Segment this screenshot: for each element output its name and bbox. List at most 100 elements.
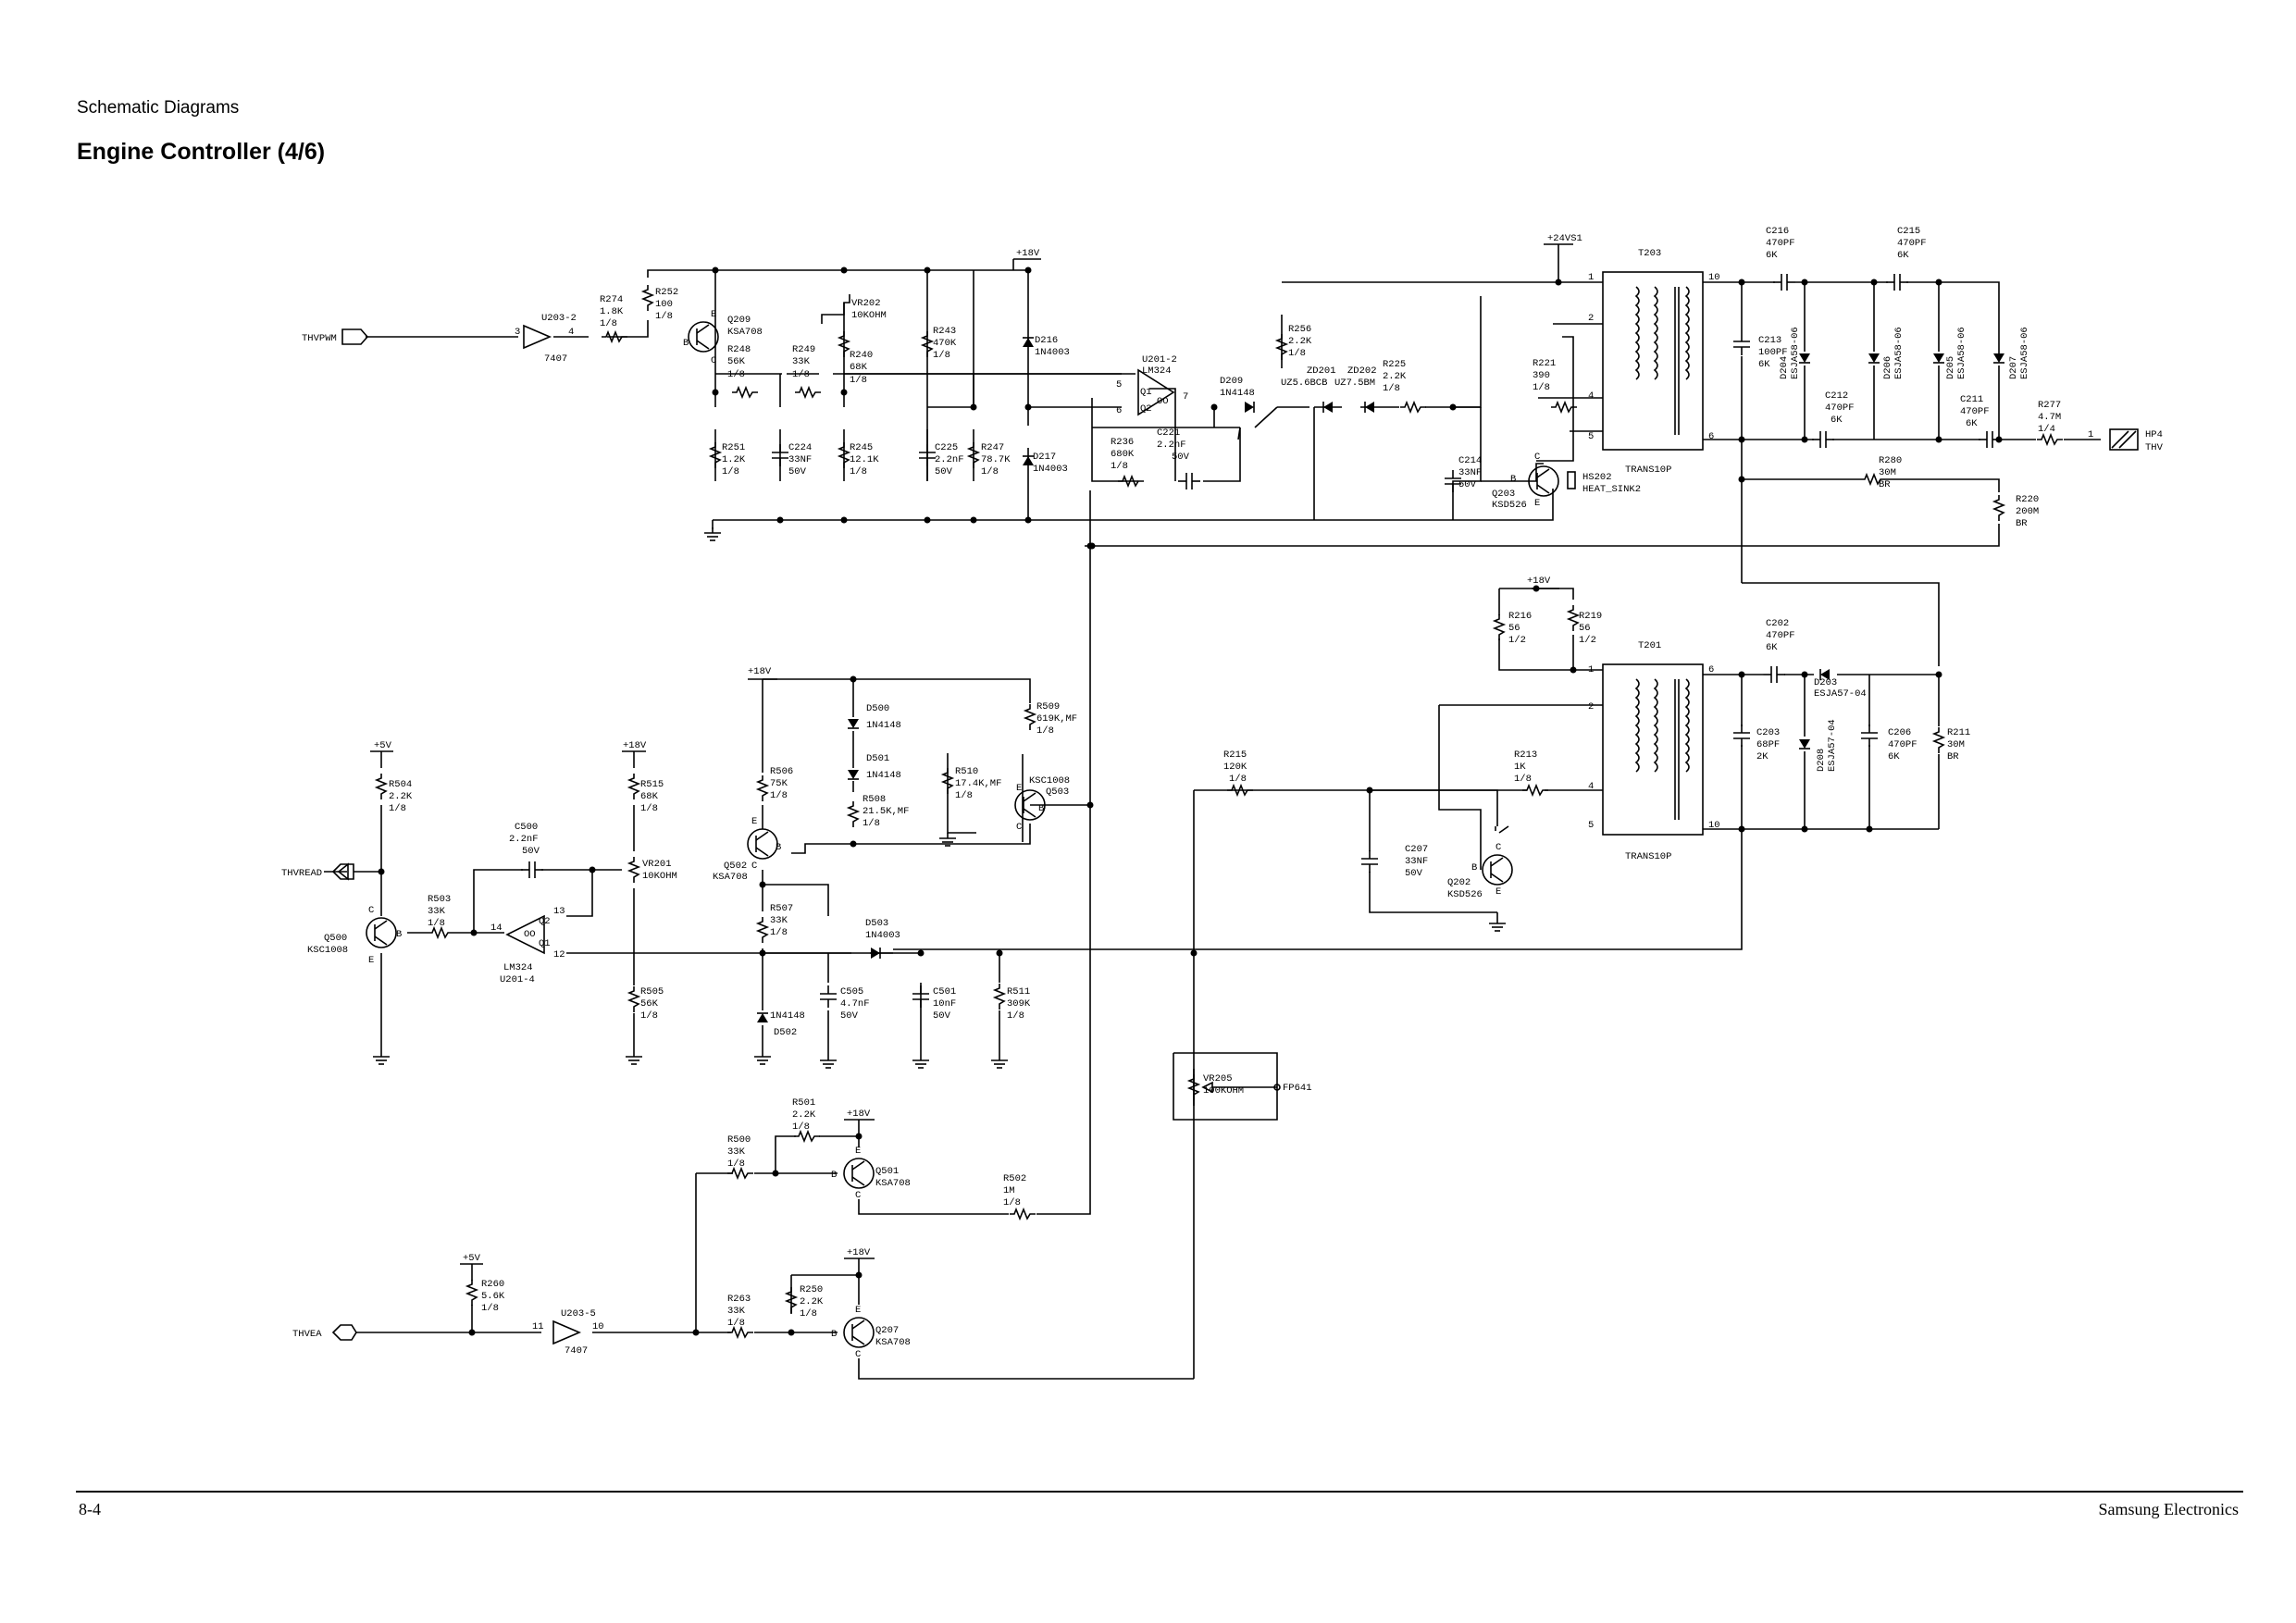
label: 1/8 [955, 790, 973, 801]
label: C224 [788, 442, 812, 453]
label: 50V [1405, 868, 1423, 879]
schematic-element [858, 1199, 1009, 1215]
label: 1/8 [1533, 382, 1550, 393]
label: Q2 [539, 916, 551, 927]
schematic-element [1811, 430, 1835, 449]
schematic-element [990, 1054, 1009, 1069]
label: OO [524, 929, 536, 940]
label: ESJA58-06 [1790, 327, 1801, 379]
schematic-element [1369, 872, 1497, 913]
label: R236 [1111, 437, 1134, 448]
schematic-element [1801, 436, 1808, 443]
label: 470K [933, 338, 957, 349]
schematic-element [1364, 401, 1375, 414]
schematic-element [1935, 279, 1942, 286]
label: R280 [1879, 455, 1902, 466]
label: 2.2K [1383, 371, 1407, 382]
label: FP641 [1283, 1083, 1312, 1094]
label: Q500 [324, 933, 347, 944]
schematic-element [712, 266, 719, 274]
section-label: Schematic Diagrams [77, 98, 240, 118]
schematic-element [1602, 663, 1704, 836]
schematic-element [625, 1050, 643, 1065]
label: 1/8 [800, 1308, 817, 1319]
schematic-element [726, 1327, 754, 1338]
label: R274 [600, 294, 623, 305]
label: 1/8 [850, 466, 867, 477]
label: 78.7K [981, 454, 1011, 465]
schematic-element [759, 949, 766, 957]
label-thvea: THVEA [292, 1329, 322, 1340]
label: 4.7M [2038, 412, 2061, 423]
label: R251 [722, 442, 745, 453]
label: B [683, 338, 689, 349]
label: 1/8 [792, 369, 810, 380]
label: 1/8 [1111, 461, 1128, 472]
label: Q207 [875, 1325, 899, 1336]
schematic-element [757, 916, 768, 944]
label: 33NF [1458, 467, 1482, 478]
schematic-element [1137, 368, 1175, 416]
schematic-element [1024, 703, 1036, 731]
label: 1/8 [640, 803, 658, 814]
schematic-element [1536, 336, 1574, 462]
schematic-element [523, 325, 551, 349]
label: 4 [1588, 781, 1594, 792]
label: R502 [1003, 1173, 1026, 1184]
label: R515 [640, 779, 664, 790]
schematic-element [847, 718, 860, 729]
schematic-element [1772, 273, 1796, 291]
label: R277 [2038, 400, 2061, 411]
label: 10 [1708, 272, 1720, 283]
schematic-element [759, 881, 766, 888]
label: R256 [1288, 324, 1311, 335]
label: 2.2K [800, 1296, 824, 1307]
label: TRANS10P [1625, 851, 1671, 862]
schematic-element [1453, 489, 1554, 521]
schematic-element [2111, 430, 2129, 449]
label: C221 [1157, 427, 1180, 439]
label: BR [2016, 518, 2028, 529]
schematic-element [850, 840, 857, 848]
label: R215 [1223, 750, 1247, 761]
label: 1N4003 [865, 930, 900, 941]
label: C [1016, 822, 1022, 833]
label: 2.2nF [509, 834, 539, 845]
label: 50V [933, 1010, 951, 1022]
label: 1 [1588, 664, 1594, 675]
label: 6K [1888, 751, 1900, 762]
schematic-element [855, 1133, 863, 1140]
schematic-element [1885, 273, 1909, 291]
label: +18V [623, 740, 647, 751]
label: 1N4148 [866, 770, 901, 781]
label: 1/8 [981, 466, 999, 477]
label: 1/8 [770, 790, 788, 801]
label: R252 [655, 287, 678, 298]
label: 11 [532, 1321, 544, 1332]
label: D209 [1220, 376, 1243, 387]
schematic-element [1801, 825, 1808, 833]
label: 56K [727, 356, 746, 367]
label: KSD526 [1492, 500, 1527, 511]
label: 4 [568, 327, 574, 338]
schematic-element [1732, 332, 1751, 356]
label: 7407 [544, 353, 567, 365]
label: 120K [1223, 762, 1247, 773]
schematic-element [1993, 494, 2004, 522]
schematic-element [1438, 705, 1482, 870]
label: B [776, 842, 781, 853]
schematic-element [821, 303, 845, 324]
label: KSA708 [727, 327, 763, 338]
label: Q209 [727, 315, 751, 326]
label: 10 [1708, 820, 1720, 831]
label: 1N4003 [1033, 464, 1068, 475]
label: C505 [840, 986, 863, 997]
label: 470PF [1888, 739, 1917, 750]
label: R220 [2016, 494, 2039, 505]
label: B [1510, 474, 1516, 485]
schematic-element [843, 1317, 875, 1348]
schematic-element [1762, 665, 1786, 684]
label: 10KOHM [851, 310, 887, 321]
schematic-element [1738, 671, 1745, 678]
